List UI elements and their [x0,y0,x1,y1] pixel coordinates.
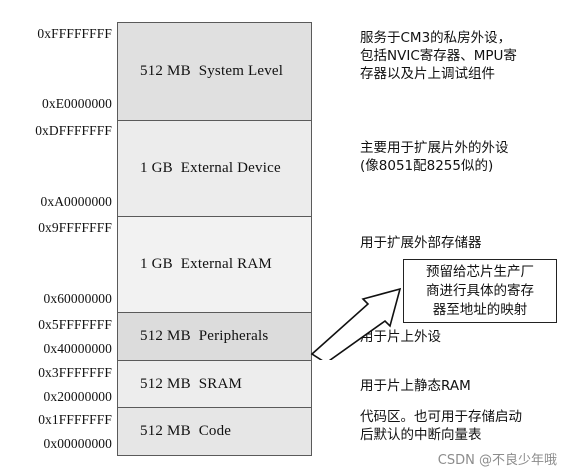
region-peripherals: 512 MB Peripherals [117,312,312,361]
region-label-external-ram: 1 GB External RAM [140,256,272,272]
vendor-reserved-callout-text: 预留给芯片生产厂 商进行具体的寄存 器至地址的映射 [426,263,534,318]
address-end-code: 0x1FFFFFFF [38,412,112,427]
region-label-sram: 512 MB SRAM [140,375,243,392]
region-label-system-level: 512 MB System Level [140,63,284,79]
address-end-external-ram: 0x9FFFFFFF [38,220,112,235]
address-start-external-device: 0xA0000000 [40,194,112,209]
callout-arrow [310,287,402,360]
address-start-external-ram: 0x60000000 [43,291,112,306]
region-label-code: 512 MB Code [140,423,232,439]
region-code: 512 MB Code [117,407,312,456]
vendor-reserved-callout: 预留给芯片生产厂 商进行具体的寄存 器至地址的映射 [403,259,557,323]
address-end-peripherals: 0x5FFFFFFF [38,317,112,332]
region-label-external-device: 1 GB External Device [140,160,281,176]
address-end-system-level: 0xFFFFFFFF [37,26,112,41]
region-label-peripherals: 512 MB Peripherals [140,328,269,344]
address-start-code: 0x00000000 [43,436,112,451]
note-system-level: 服务于CM3的私房外设， 包括NVIC寄存器、MPU寄 存器以及片上调试组件 [360,30,517,82]
region-system-level: 512 MB System Level [117,22,312,121]
region-external-device: 1 GB External Device [117,120,312,217]
note-peripherals: 用于片上外设 [360,329,441,345]
callout-arrow-shape [310,287,402,360]
region-sram: 512 MB SRAM [117,360,312,408]
address-start-sram: 0x20000000 [43,389,112,404]
note-sram: 用于片上静态RAM [360,378,471,394]
note-external-ram: 用于扩展外部存储器 [360,235,482,251]
address-start-system-level: 0xE0000000 [42,96,112,111]
address-start-peripherals: 0x40000000 [43,341,112,356]
note-code: 代码区。也可用于存储启动 后默认的中断向量表 [360,409,522,443]
region-external-ram: 1 GB External RAM [117,216,312,313]
note-external-device: 主要用于扩展片外的外设 (像8051配8255似的) [360,140,509,174]
csdn-watermark: CSDN @不良少年哦 [437,453,557,468]
address-end-external-device: 0xDFFFFFFF [35,123,112,138]
address-end-sram: 0x3FFFFFFF [38,365,112,380]
